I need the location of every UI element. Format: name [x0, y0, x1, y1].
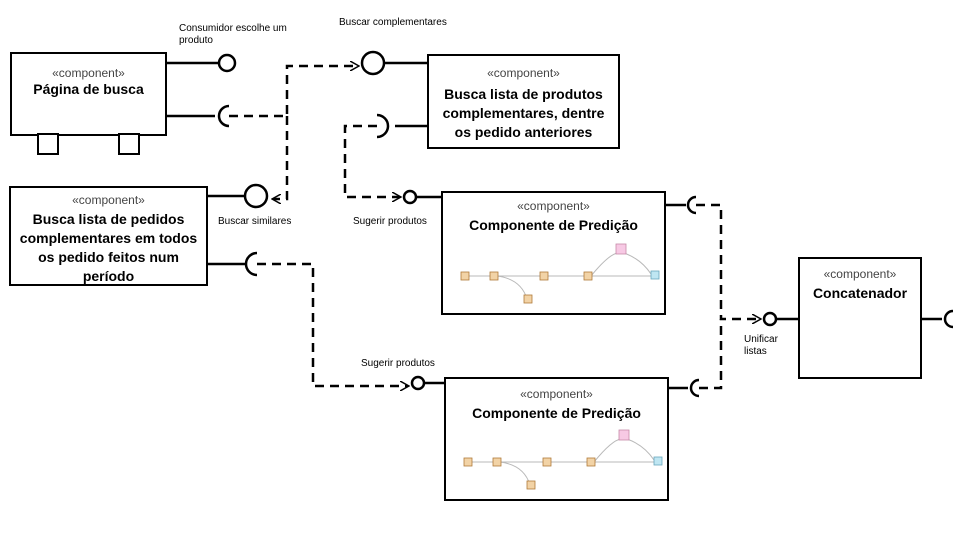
socket-predicao-2 — [668, 378, 700, 398]
dependency-buscar-similares — [273, 116, 289, 199]
component-name: Página de busca — [33, 81, 144, 97]
socket-pedidos — [207, 251, 258, 277]
component-name: Busca lista de pedidos complementares em… — [19, 211, 198, 284]
interface-consumidor — [166, 53, 237, 73]
label-buscar-similares: Buscar similares — [218, 216, 292, 227]
component-name: Componente de Predição — [472, 405, 641, 421]
dependency-unificar-predicao-1 — [696, 203, 760, 319]
socket-complementares — [376, 113, 428, 139]
label-consumidor: Consumidor escolhe um produto — [179, 23, 287, 46]
dependency-sugerir-produtos-2 — [257, 262, 408, 386]
stereotype-label: «component» — [517, 199, 590, 213]
port-square-right — [118, 133, 140, 155]
component-busca-produtos-complementares: «component» Busca lista de produtos comp… — [427, 54, 620, 149]
dependency-unificar-predicao-2 — [699, 319, 723, 390]
interface-sugerir-produtos-1 — [402, 189, 442, 205]
stereotype-label: «component» — [72, 193, 145, 207]
component-predicao-2: «component» Componente de Predição — [444, 377, 669, 501]
stereotype-label: «component» — [487, 66, 560, 80]
interface-buscar-complementares — [360, 50, 428, 76]
port-square-left — [37, 133, 59, 155]
dependency-sugerir-produtos-1 — [343, 124, 400, 197]
dependency-busca-complementares — [229, 66, 358, 118]
workflow-thumbnail — [463, 429, 663, 490]
workflow-thumbnail — [460, 243, 660, 304]
label-sugerir-produtos-2: Sugerir produtos — [361, 358, 435, 369]
label-unificar-listas: Unificar listas — [744, 334, 778, 357]
interface-buscar-similares — [207, 183, 269, 209]
stereotype-label: «component» — [823, 267, 897, 281]
label-sugerir-produtos-1: Sugerir produtos — [353, 216, 427, 227]
component-name: Concatenador — [812, 285, 908, 301]
stereotype-label: «component» — [52, 66, 125, 80]
component-busca-pedidos-complementares: «component» Busca lista de pedidos compl… — [9, 186, 208, 286]
label-buscar-complementares: Buscar complementares — [339, 17, 447, 28]
component-predicao-1: «component» Componente de Predição — [441, 191, 666, 315]
socket-pagina-busca — [166, 104, 230, 128]
component-name: Busca lista de produtos complementares, … — [442, 86, 605, 140]
component-pagina-de-busca: «component» Página de busca — [10, 52, 167, 136]
component-concatenador: «component» Concatenador — [798, 257, 922, 379]
socket-predicao-1 — [665, 195, 697, 215]
stereotype-label: «component» — [520, 387, 593, 401]
component-name: Componente de Predição — [469, 217, 638, 233]
interface-unificar-listas — [762, 311, 799, 327]
interface-sugerir-produtos-2 — [410, 375, 445, 391]
socket-concatenador — [921, 309, 954, 329]
